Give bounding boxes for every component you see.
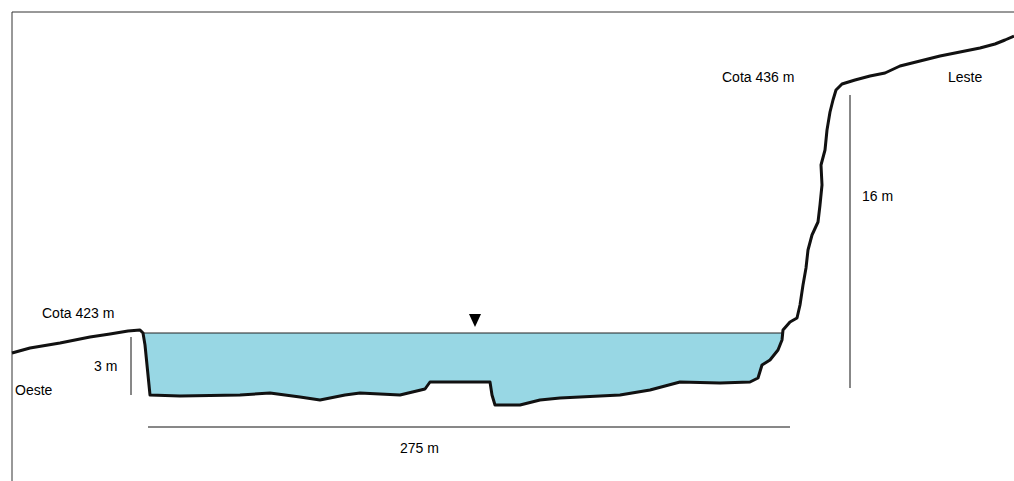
- dimension-label: 3 m: [94, 358, 117, 374]
- dimension-line: [131, 337, 132, 395]
- direction-label: Leste: [948, 69, 982, 85]
- dimension-line: [148, 427, 790, 428]
- water-level-symbol: [469, 314, 481, 327]
- frame-line: [12, 12, 13, 481]
- direction-label: Oeste: [15, 382, 52, 398]
- elevation-label: Cota 423 m: [42, 305, 114, 321]
- frame-line: [12, 12, 1014, 13]
- elevation-label: Cota 436 m: [722, 69, 794, 85]
- dimension-label: 16 m: [862, 188, 893, 204]
- terrain-profile: [12, 36, 1014, 405]
- dimension-line: [850, 95, 851, 388]
- water-surface: [143, 333, 783, 334]
- dimension-label: 275 m: [400, 440, 439, 456]
